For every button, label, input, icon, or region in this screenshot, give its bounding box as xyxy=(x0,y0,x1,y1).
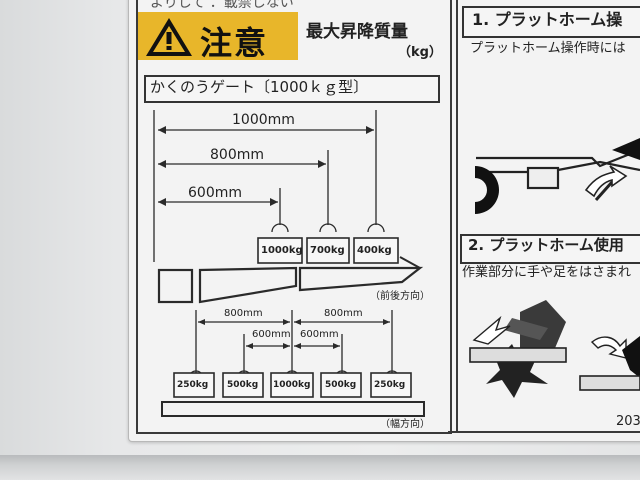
section1-title: 1. プラットホーム操 xyxy=(472,10,623,29)
front-back-direction: （前後方向） xyxy=(370,291,430,302)
weight-box-w5 xyxy=(370,372,412,398)
width-dim-800-left: 800mm xyxy=(224,308,263,319)
caution-word: 注意 xyxy=(200,24,269,62)
caution-badge: 注意 xyxy=(138,12,298,62)
section1-header xyxy=(462,6,640,38)
section1-text: プラットホーム操作時には xyxy=(470,41,626,56)
warning-triangle-icon xyxy=(146,18,192,56)
section2-title: 2. プラットホーム使用 xyxy=(468,236,624,254)
section2-text: 作業部分に手や足をはさまれ xyxy=(462,265,632,280)
weight-label-1000: 1000kg xyxy=(261,245,303,256)
right-panel xyxy=(456,0,640,432)
platform-segment-1 xyxy=(198,266,298,304)
top-cut-text: よりして ．載禁しない xyxy=(150,0,294,11)
wheel-illustration xyxy=(475,166,499,214)
platform-width-bar xyxy=(161,401,425,417)
arrow-illustration-1 xyxy=(584,165,628,198)
width-weight-1: 250kg xyxy=(177,380,209,390)
weight-box-w2 xyxy=(222,372,264,398)
max-load-unit: （kg） xyxy=(398,45,442,60)
width-weight-3: 1000kg xyxy=(273,380,311,390)
weight-label-700: 700kg xyxy=(310,245,345,256)
weight-box-1000 xyxy=(257,237,303,264)
dim-label-1000: 1000mm xyxy=(232,112,295,128)
gate-title: かくのうゲート〔1000ｋｇ型〕 xyxy=(150,78,369,96)
dim-label-600: 600mm xyxy=(188,185,242,201)
weight-box-w1 xyxy=(173,372,215,398)
width-weight-5: 250kg xyxy=(374,380,406,390)
warning-sticker xyxy=(128,0,640,442)
max-load-title: 最大昇降質量 xyxy=(306,22,408,42)
width-dim-800-right: 800mm xyxy=(324,308,363,319)
width-direction: （幅方向） xyxy=(380,419,430,430)
weight-label-400: 400kg xyxy=(357,245,392,256)
width-weight-2: 500kg xyxy=(227,380,259,390)
weight-box-w4 xyxy=(320,372,362,398)
left-panel xyxy=(136,0,452,434)
weight-box-400 xyxy=(353,237,399,264)
gate-post xyxy=(157,268,194,304)
weight-box-w3 xyxy=(270,372,314,398)
hand-crush-illustration xyxy=(469,300,640,398)
gate-title-box xyxy=(144,75,440,103)
platform-side-illustration xyxy=(476,148,640,168)
section2-header xyxy=(460,234,640,264)
width-dim-600-left: 600mm xyxy=(252,329,291,340)
platform-segment-2 xyxy=(298,266,424,292)
width-weight-4: 500kg xyxy=(325,380,357,390)
floor-shadow xyxy=(0,455,640,480)
weight-box-700 xyxy=(306,237,350,264)
dim-label-800: 800mm xyxy=(210,147,264,163)
document-code: 203 xyxy=(616,414,640,429)
width-dim-600-right: 600mm xyxy=(300,329,339,340)
